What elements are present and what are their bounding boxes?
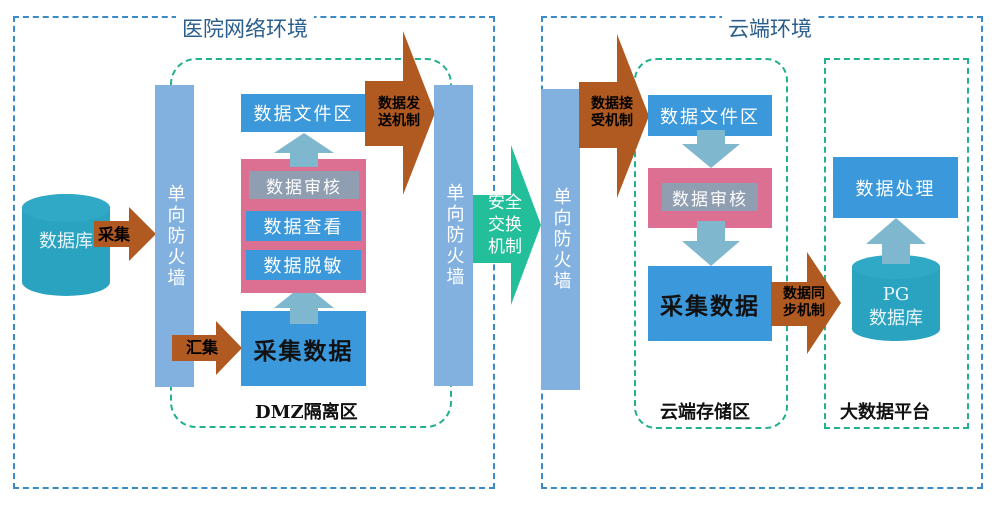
send-arrow-text: 数据发送机制 bbox=[378, 96, 420, 129]
dmz-zone-title: DMZ隔离区 bbox=[255, 402, 358, 423]
receive-arrow bbox=[579, 34, 649, 198]
receive-arrow-text: 数据接受机制 bbox=[591, 96, 633, 129]
pg-db-line-2: 数据库 bbox=[869, 308, 923, 329]
hospital-zone-title: 医院网络环境 bbox=[176, 13, 314, 43]
exchange-line-1: 安全 bbox=[488, 193, 522, 213]
aggregate-arrow bbox=[172, 321, 242, 375]
audit-box: 数据审核 bbox=[249, 171, 359, 199]
sync-arrow bbox=[771, 252, 841, 354]
desensitize-box: 数据脱敏 bbox=[246, 250, 361, 280]
cloud-audit-box: 数据审核 bbox=[662, 183, 758, 211]
cloud-storage-zone bbox=[634, 58, 788, 429]
bigdata-zone bbox=[824, 58, 969, 429]
firewall-cloud: 单向防火墙 bbox=[541, 89, 580, 390]
firewall-right: 单向防火墙 bbox=[434, 85, 473, 386]
up-arrow-pg bbox=[866, 218, 926, 264]
secure-exchange-arrow bbox=[473, 145, 541, 305]
sync-arrow-label: 数据同步机制 bbox=[774, 286, 834, 320]
data-processing-box: 数据处理 bbox=[833, 157, 958, 218]
receive-arrow-label: 数据接受机制 bbox=[582, 96, 642, 130]
database-icon bbox=[22, 194, 110, 296]
sync-arrow-text: 数据同步机制 bbox=[783, 286, 825, 319]
down-arrow-file bbox=[682, 130, 740, 168]
collect-arrow bbox=[94, 207, 156, 261]
file-zone-box: 数据文件区 bbox=[241, 94, 366, 132]
cloud-zone-title: 云端环境 bbox=[722, 13, 818, 43]
up-arrow-collected bbox=[274, 284, 334, 324]
collect-arrow-label: 采集 bbox=[98, 225, 131, 244]
up-arrow-processing bbox=[274, 133, 334, 167]
cloud-file-zone-box: 数据文件区 bbox=[648, 95, 772, 136]
view-box: 数据查看 bbox=[246, 211, 361, 241]
send-arrow bbox=[365, 31, 435, 195]
exchange-line-3: 机制 bbox=[488, 237, 522, 257]
send-arrow-label: 数据发送机制 bbox=[369, 96, 429, 130]
cloud-collected-data-box: 采集数据 bbox=[648, 266, 772, 341]
pg-database-label: PG 数据库 bbox=[852, 283, 940, 331]
exchange-line-2: 交换 bbox=[488, 215, 522, 235]
secure-exchange-label: 安全 交换 机制 bbox=[485, 192, 525, 258]
aggregate-arrow-label: 汇集 bbox=[186, 338, 219, 357]
bigdata-zone-title: 大数据平台 bbox=[838, 398, 932, 424]
down-arrow-audit bbox=[682, 221, 740, 266]
pg-db-line-1: PG bbox=[882, 284, 910, 305]
cloud-storage-zone-title: 云端存储区 bbox=[658, 398, 752, 424]
pg-database-icon bbox=[852, 255, 940, 341]
database-label: 数据库 bbox=[39, 231, 93, 252]
